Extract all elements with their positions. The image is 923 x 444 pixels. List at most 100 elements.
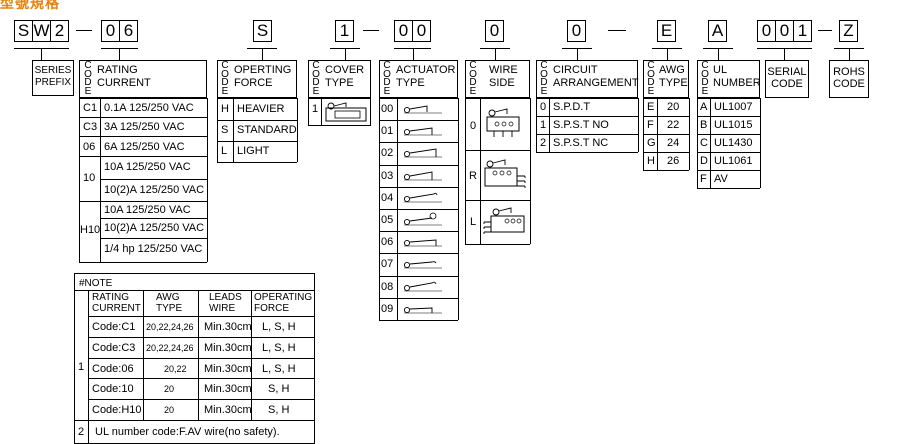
note-cell: Code:C3 [92, 341, 136, 354]
series-prefix-box: SERIES PREFIX [32, 60, 74, 96]
connector-line [41, 48, 42, 60]
actuator-row-divider [379, 120, 458, 122]
page-heading: 型號規格 [0, 0, 60, 11]
actuator-code: 02 [381, 147, 394, 160]
dash-separator [608, 30, 626, 31]
group-underline [394, 48, 431, 49]
note-row-divider [88, 336, 315, 338]
code-box: 0 [485, 20, 504, 42]
code-box: 0 [567, 20, 586, 42]
actuator-code: 05 [381, 214, 394, 226]
connector-line [667, 48, 668, 60]
series-label-line1: SERIES [34, 65, 72, 76]
code-box: S [14, 20, 33, 42]
rating-code: 06 [83, 141, 96, 153]
code-box: 0 [394, 20, 413, 42]
note-cell: Code:10 [92, 383, 134, 396]
cover-header-line2: TYPE [325, 77, 354, 89]
code-box: 1 [335, 20, 354, 42]
actuator-code: 06 [381, 236, 394, 249]
actuator-lever-icon [403, 212, 442, 226]
rohs-label-line1: ROHS [833, 66, 865, 78]
cover-code: 1 [312, 103, 319, 115]
actuator-code: 09 [381, 302, 394, 315]
ul-code: D [700, 155, 708, 167]
rating-code: C3 [83, 121, 98, 133]
code-box: 0 [757, 20, 776, 42]
connector-line [119, 48, 120, 60]
code-box: 1 [793, 20, 812, 42]
cover-row [308, 98, 371, 126]
note-col-header: TYPE [156, 303, 183, 314]
wire-side-r-icon [484, 159, 526, 188]
actuator-lever-icon [403, 261, 442, 269]
wire-header-line1: WIRE [489, 64, 518, 76]
ul-value: UL1430 [714, 137, 753, 149]
actuator-row-divider [379, 98, 458, 99]
circuit-header-line2: ARRANGEMENT [553, 77, 639, 89]
cover-header [308, 60, 371, 98]
rating-header-line1: RATING [97, 64, 138, 76]
note-cell: 20,22 [164, 363, 187, 374]
actuator-lever-icon [403, 281, 442, 291]
ul-header [697, 60, 760, 98]
rating-value: 10(2)A 125/250 VAC [104, 184, 205, 196]
force-code: S [221, 124, 229, 136]
actuator-row-divider [379, 253, 458, 255]
code-box: 0 [101, 20, 120, 42]
actuator-lever-icon [403, 105, 442, 114]
ul-header-line1: UL [713, 64, 728, 76]
actuator-row-divider [379, 209, 458, 210]
force-code: H [221, 103, 229, 115]
awg-code: F [647, 119, 654, 131]
note-cell: Code:C1 [92, 321, 136, 333]
ul-code: F [700, 173, 707, 185]
rating-header-line2: CURRENT [97, 77, 151, 89]
serial-code-box: SERIAL CODE [765, 60, 809, 98]
actuator-row-divider [379, 297, 458, 299]
actuator-row-divider [379, 164, 458, 166]
actuator-row-divider [379, 231, 458, 233]
serial-label-line1: SERIAL [767, 66, 807, 78]
note-footer-text: UL number code:F.AV wire(no safety). [95, 426, 280, 438]
ul-value: UL1061 [714, 155, 753, 167]
actuator-lever-icon [403, 306, 442, 314]
ul-value: UL1015 [714, 119, 753, 131]
circuit-label: S.P.D.T [553, 101, 591, 113]
note-cell: S, H [268, 404, 290, 417]
part-number-code-row: S W 2 0 6 S 1 0 0 0 0 E A 0 0 1 Z [0, 20, 923, 42]
code-box: Z [839, 20, 858, 42]
actuator-code: 03 [381, 169, 394, 182]
awg-value: 20 [667, 101, 680, 113]
note-col-header: FORCE [254, 303, 289, 314]
code-box: 6 [119, 20, 138, 42]
actuator-code: 01 [381, 125, 394, 138]
connector-line [577, 48, 578, 60]
connector-line [262, 48, 263, 60]
wire-side-0-icon [486, 108, 520, 137]
awg-code: H [647, 155, 655, 167]
rating-value: 0.1A 125/250 VAC [104, 102, 194, 114]
actuator-lever-icon [403, 148, 442, 158]
code-box: A [708, 20, 727, 42]
awg-value: 24 [667, 137, 680, 149]
awg-header-line2: TYPE [659, 77, 688, 89]
force-header [217, 60, 297, 98]
actuator-header-line1: ACTUATOR [396, 64, 456, 76]
note-col-header: WIRE [209, 303, 236, 314]
circuit-label: S.P.S.T NC [553, 137, 609, 149]
ul-code: B [700, 119, 708, 131]
note-cell: 20,22,24,26 [146, 342, 194, 353]
actuator-code: 04 [381, 191, 394, 204]
actuator-row-divider [379, 142, 458, 144]
rating-value: 6A 125/250 VAC [104, 141, 185, 153]
ul-code: A [700, 101, 708, 113]
circuit-code: 0 [540, 101, 547, 113]
ul-value: AV [714, 173, 728, 185]
serial-label-line2: CODE [771, 78, 803, 90]
